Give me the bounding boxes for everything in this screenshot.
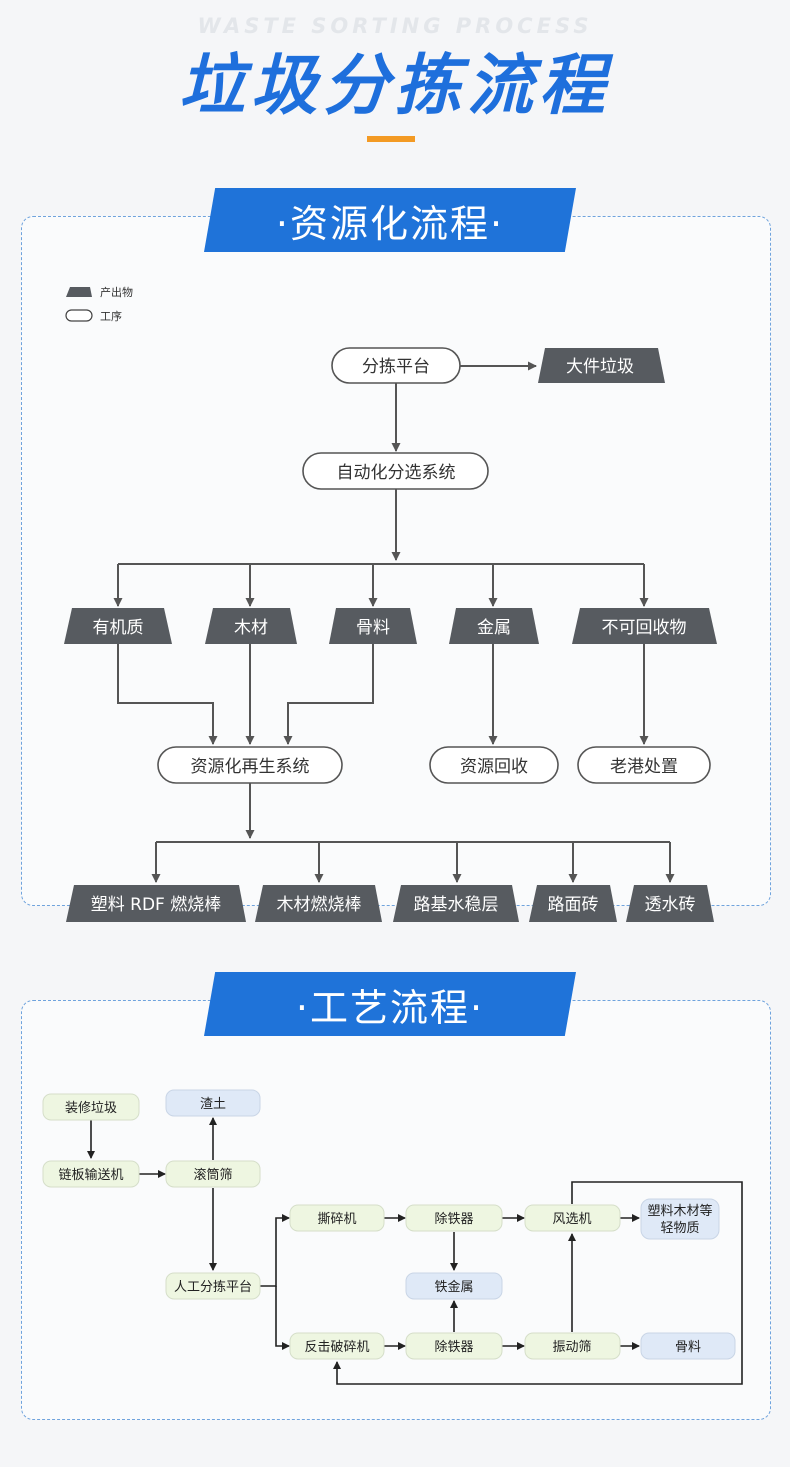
svg-text:除铁器: 除铁器 (434, 1212, 473, 1227)
craft-node-iron-remover-2: 除铁器 (405, 1332, 503, 1360)
output-node-paving-brick: 路面砖 (529, 885, 617, 922)
svg-text:路面砖: 路面砖 (548, 895, 599, 915)
craft-output-aggregate: 骨料 (640, 1332, 736, 1360)
page-title: 垃圾分拣流程 (179, 47, 611, 124)
svg-text:铁金属: 铁金属 (434, 1279, 473, 1295)
output-node-road-base: 路基水稳层 (393, 885, 519, 922)
legend-process-swatch (65, 309, 93, 322)
craft-node-impact-crusher: 反击破碎机 (289, 1332, 385, 1360)
svg-text:装修垃圾: 装修垃圾 (65, 1101, 117, 1116)
svg-text:老港处置: 老港处置 (610, 757, 678, 777)
process-node-resource-recovery: 资源回收 (429, 746, 559, 784)
header-subtitle: WASTE SORTING PROCESS (197, 14, 593, 38)
legend-output-label: 产出物 (100, 285, 133, 299)
svg-text:分拣平台: 分拣平台 (362, 357, 430, 377)
craft-node-air-separator: 风选机 (524, 1204, 621, 1232)
svg-text:人工分拣平台: 人工分拣平台 (174, 1280, 252, 1295)
svg-text:骨料: 骨料 (356, 618, 390, 638)
output-node-metal: 金属 (449, 608, 539, 644)
svg-text:滚筒筛: 滚筒筛 (193, 1167, 232, 1183)
resource-connectors (113, 361, 675, 883)
svg-text:大件垃圾: 大件垃圾 (566, 357, 634, 377)
output-node-wood: 木材 (205, 608, 297, 644)
craft-node-shredder: 撕碎机 (289, 1204, 385, 1232)
craft-output-muck: 渣土 (165, 1089, 261, 1117)
svg-text:自动化分选系统: 自动化分选系统 (337, 463, 456, 483)
craft-node-manual-sorting: 人工分拣平台 (165, 1272, 261, 1300)
svg-text:资源回收: 资源回收 (460, 757, 528, 777)
process-node-auto-sorting: 自动化分选系统 (302, 452, 489, 490)
craft-connectors (87, 1117, 743, 1385)
svg-text:除铁器: 除铁器 (434, 1340, 473, 1355)
svg-text:有机质: 有机质 (93, 618, 144, 638)
craft-node-iron-remover-1: 除铁器 (405, 1204, 503, 1232)
svg-text:木材: 木材 (234, 618, 268, 638)
svg-text:资源化再生系统: 资源化再生系统 (191, 757, 310, 777)
section-banner-resource: ·资源化流程· (204, 188, 576, 252)
svg-text:轻物质: 轻物质 (660, 1221, 699, 1236)
resource-process-panel (21, 216, 771, 906)
legend: 产出物 工序 (65, 285, 133, 323)
svg-text:塑料 RDF 燃烧棒: 塑料 RDF 燃烧棒 (91, 895, 222, 915)
svg-text:撕碎机: 撕碎机 (317, 1212, 356, 1227)
legend-process-label: 工序 (100, 309, 122, 323)
legend-output-swatch (66, 287, 92, 297)
svg-text:反击破碎机: 反击破碎机 (304, 1340, 369, 1355)
svg-text:骨料: 骨料 (675, 1340, 701, 1355)
craft-output-ferrous-metal: 铁金属 (405, 1272, 503, 1300)
process-node-recycling-system: 资源化再生系统 (157, 746, 343, 784)
svg-text:路基水稳层: 路基水稳层 (414, 895, 499, 915)
svg-text:渣土: 渣土 (200, 1097, 226, 1112)
section-banner-craft: ·工艺流程· (204, 972, 576, 1036)
output-node-organic: 有机质 (64, 608, 172, 644)
craft-output-light-material: 塑料木材等 轻物质 (640, 1198, 720, 1240)
svg-text:木材燃烧棒: 木材燃烧棒 (277, 895, 362, 915)
process-node-laogang-disposal: 老港处置 (577, 746, 711, 784)
craft-node-chain-conveyor: 链板输送机 (42, 1160, 140, 1188)
svg-text:风选机: 风选机 (552, 1212, 591, 1227)
output-node-aggregate: 骨料 (329, 608, 417, 644)
svg-text:链板输送机: 链板输送机 (58, 1167, 123, 1183)
svg-text:振动筛: 振动筛 (552, 1340, 591, 1355)
process-node-sorting-platform: 分拣平台 (331, 347, 461, 384)
output-node-bulky-waste: 大件垃圾 (538, 348, 665, 383)
svg-text:金属: 金属 (477, 618, 511, 638)
title-underline (367, 136, 415, 142)
output-node-permeable-brick: 透水砖 (626, 885, 714, 922)
output-node-non-recyclable: 不可回收物 (572, 608, 717, 644)
svg-text:塑料木材等: 塑料木材等 (647, 1203, 712, 1219)
svg-text:透水砖: 透水砖 (645, 895, 696, 915)
craft-node-drum-screen: 滚筒筛 (165, 1160, 261, 1188)
svg-text:不可回收物: 不可回收物 (602, 618, 687, 638)
craft-node-renovation-waste: 装修垃圾 (42, 1093, 140, 1121)
output-node-wood-rod: 木材燃烧棒 (255, 885, 382, 922)
output-node-plastic-rdf: 塑料 RDF 燃烧棒 (66, 885, 246, 922)
craft-node-vibrating-screen: 振动筛 (524, 1332, 621, 1360)
